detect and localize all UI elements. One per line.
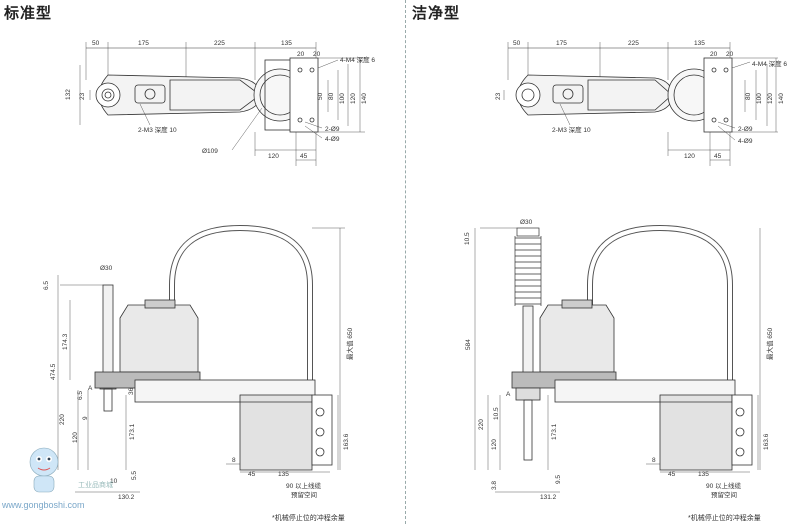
- dim-label: 120: [268, 153, 279, 160]
- dim-label: 9: [82, 416, 89, 420]
- dim-label: 584: [465, 339, 472, 350]
- dim-label: 140: [361, 93, 368, 104]
- dim-label: 80: [328, 92, 335, 100]
- dim-label: 100: [339, 93, 346, 104]
- dim-label: 10: [110, 478, 118, 485]
- clean-top-view: [503, 42, 778, 166]
- dim-label: 135: [698, 471, 709, 478]
- dim-label: 3.8: [491, 481, 498, 490]
- dim-label: 预留空间: [291, 490, 317, 499]
- dim-label: 173.1: [551, 423, 558, 440]
- dim-label: 2-M3 深度 10: [138, 125, 177, 134]
- dim-label: Ø30: [100, 265, 113, 272]
- dim-label: 163.6: [763, 433, 770, 450]
- dim-label: 174.3: [62, 333, 69, 350]
- dim-label: 6.5: [77, 391, 84, 400]
- dim-label: 90 以上线缆: [286, 481, 322, 490]
- dim-label: Ø109: [202, 148, 218, 155]
- standard-side-view: [57, 224, 345, 493]
- dim-label: 120: [72, 432, 79, 443]
- dim-label: 4-M4 深度 6: [340, 55, 375, 64]
- dim-label: 8: [232, 457, 236, 464]
- standard-side-labels: Ø30 6.5 174.3 474.5 6.5 220 120 9 173.1 …: [43, 265, 354, 522]
- dim-label: 36: [128, 387, 135, 395]
- dim-label: 50: [513, 40, 521, 47]
- clean-side-labels: Ø30 10.5 584 10.5 220 120 3.8 173.1 9.5 …: [464, 219, 774, 522]
- dim-label: 220: [478, 419, 485, 430]
- dim-label: 45: [248, 471, 256, 478]
- dim-label: 50: [317, 92, 324, 100]
- dim-label: 120: [350, 93, 357, 104]
- dim-label: 135: [694, 40, 705, 47]
- dim-label: 135: [278, 471, 289, 478]
- dim-label: 4-M4 深度 6: [752, 59, 787, 68]
- center-divider: [405, 0, 406, 524]
- dim-label: 2-Ø9: [738, 126, 753, 133]
- dim-label: 175: [138, 40, 149, 47]
- dim-label: 4-Ø9: [738, 138, 753, 145]
- dim-label: 120: [684, 153, 695, 160]
- dim-label: 最大值 650: [765, 327, 774, 360]
- dim-label: 23: [79, 92, 86, 100]
- dim-label: 23: [495, 92, 502, 100]
- dim-label: 225: [214, 40, 225, 47]
- dim-label: 20: [726, 51, 734, 58]
- dim-label: 220: [59, 414, 66, 425]
- stroke-note: *机械停止位的冲程余量: [272, 513, 345, 522]
- dim-label: 2-M3 深度 10: [552, 125, 591, 134]
- standard-top-view: [79, 42, 365, 166]
- dim-label: 474.5: [50, 363, 57, 380]
- dim-label: 最大值 650: [345, 327, 354, 360]
- dim-label: 20: [297, 51, 305, 58]
- dim-label: 预留空间: [711, 490, 737, 499]
- standard-type-title: 标准型: [4, 5, 53, 22]
- dim-label: 45: [668, 471, 676, 478]
- dim-label: 90 以上线缆: [706, 481, 742, 490]
- dim-label: 135: [281, 40, 292, 47]
- dim-label: 100: [756, 93, 763, 104]
- dim-label: A: [506, 391, 511, 398]
- dim-label: 45: [300, 153, 308, 160]
- dim-label: 120: [767, 93, 774, 104]
- dim-label: 163.6: [343, 433, 350, 450]
- stroke-note: *机械停止位的冲程余量: [688, 513, 761, 522]
- dim-label: 175: [556, 40, 567, 47]
- watermark-site: www.gongboshi.com: [2, 500, 85, 510]
- dim-label: 80: [745, 92, 752, 100]
- standard-top-labels: 50 175 225 135 20 20 4-M4 深度 6 132 23 50…: [65, 40, 375, 160]
- clean-side-view: [474, 224, 761, 493]
- dim-label: 45: [714, 153, 722, 160]
- dim-label: Ø30: [520, 219, 533, 226]
- clean-type-title: 洁净型: [412, 5, 461, 22]
- dim-label: A: [88, 385, 93, 392]
- dim-label: 225: [628, 40, 639, 47]
- dim-label: 6.5: [43, 281, 50, 290]
- dim-label: 20: [313, 51, 321, 58]
- dim-label: 130.2: [118, 494, 135, 501]
- dim-label: 9.5: [555, 475, 562, 484]
- dim-label: 50: [92, 40, 100, 47]
- dim-label: 10.5: [493, 407, 500, 420]
- dim-label: 131.2: [540, 494, 557, 501]
- dim-label: 20: [710, 51, 718, 58]
- dim-label: 120: [491, 439, 498, 450]
- dim-label: 8: [652, 457, 656, 464]
- dim-label: 10.5: [464, 232, 471, 245]
- dim-label: 140: [778, 93, 785, 104]
- dim-label: 173.1: [129, 423, 136, 440]
- dim-label: 4-Ø9: [325, 136, 340, 143]
- clean-top-labels: 50 175 225 135 20 20 4-M4 深度 6 23 80 100…: [495, 40, 787, 160]
- dim-label: 132: [65, 89, 72, 100]
- dim-label: 2-Ø9: [325, 126, 340, 133]
- mascot-logo: [29, 447, 59, 493]
- watermark-text: 工业品商城: [78, 482, 113, 489]
- dim-label: 5.5: [131, 471, 138, 480]
